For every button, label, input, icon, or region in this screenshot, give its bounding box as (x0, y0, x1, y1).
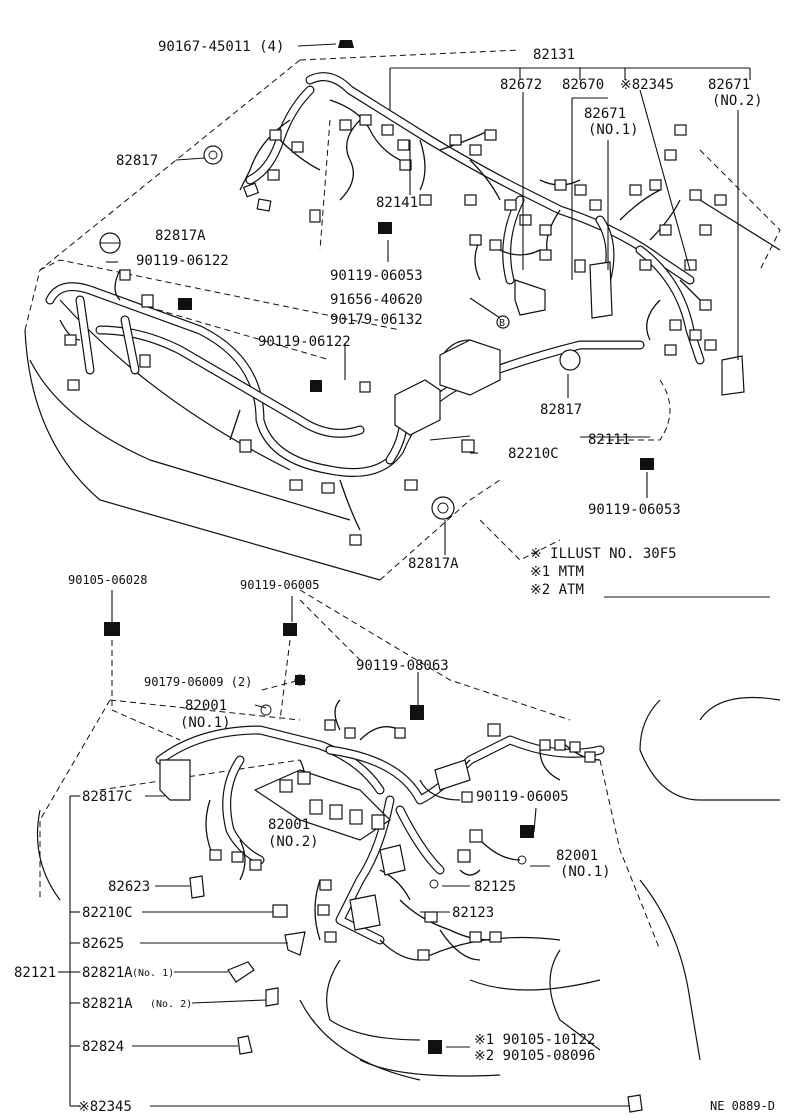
label-82001-b-sub: (NO.2) (268, 834, 319, 850)
label-90119-06122-b: 90119-06122 (258, 334, 351, 350)
label-82121: 82121 (14, 965, 56, 981)
label-82210C-b: 82210C (82, 905, 133, 921)
label-bolt-atm: ※2 90105-08096 (474, 1048, 595, 1064)
upper-leaders (106, 43, 751, 555)
lower-branch-wires (205, 699, 601, 961)
label-82001-b: 82001 (268, 817, 310, 833)
label-82821A-no1: 82821A (82, 965, 133, 981)
label-82670: 82670 (562, 77, 604, 93)
label-82817A-b: 82817A (408, 556, 459, 572)
note-mtm: ※1 MTM (530, 564, 584, 580)
label-90179-06132: 90179-06132 (330, 312, 423, 328)
label-82824: 82824 (82, 1039, 124, 1055)
label-82111: 82111 (588, 432, 630, 448)
label-91656-40620: 91656-40620 (330, 292, 423, 308)
label-82817C: 82817C (82, 789, 133, 805)
upper-connectors: B (64, 40, 745, 546)
label-90119-06053-b: 90119-06053 (588, 502, 681, 518)
label-82001-c-sub: (NO.1) (560, 864, 611, 880)
label-82210C-a: 82210C (508, 446, 559, 462)
lower-labels: 90105-06028 90119-06005 90119-08063 9017… (14, 573, 611, 1115)
upper-labels: 90167-45011 (4) 82131 82672 82670 ※82345… (116, 39, 763, 572)
label-bolt-mtm: ※1 90105-10122 (474, 1032, 595, 1048)
label-90105-06028: 90105-06028 (68, 573, 147, 587)
lower-engine-harness (155, 725, 605, 945)
lower-connectors (104, 622, 643, 1113)
label-82821A-no1-sub: (No. 1) (132, 968, 174, 979)
label-82125: 82125 (474, 879, 516, 895)
label-82001-a-sub: (NO.1) (180, 715, 231, 731)
notes-block: ※ ILLUST NO. 30F5 ※1 MTM ※2 ATM (530, 546, 770, 598)
label-82001-c: 82001 (556, 848, 598, 864)
label-90119-06005-b: 90119-06005 (476, 789, 569, 805)
label-90119-06005-a: 90119-06005 (240, 578, 319, 592)
label-82671-no2-sub: (NO.2) (712, 93, 763, 109)
label-82821A-no2: 82821A (82, 996, 133, 1012)
upper-vehicle-body (24, 49, 781, 581)
label-82671-no1-sub: (NO.1) (588, 122, 639, 138)
label-82821A-no2-sub: (No. 2) (150, 999, 192, 1010)
label-82141: 82141 (376, 195, 418, 211)
label-82817A-a: 82817A (155, 228, 206, 244)
ground-b-symbol: B (499, 318, 505, 329)
label-90119-06122-a: 90119-06122 (136, 253, 229, 269)
note-atm: ※2 ATM (530, 582, 584, 598)
label-82345-top: ※82345 (620, 77, 674, 93)
label-90119-06053-a: 90119-06053 (330, 268, 423, 284)
label-90179-06009: 90179-06009 (2) (144, 675, 252, 689)
label-82671-no1: 82671 (584, 106, 626, 122)
label-82131: 82131 (533, 47, 575, 63)
label-90119-08063: 90119-08063 (356, 658, 449, 674)
label-82001-a: 82001 (185, 698, 227, 714)
label-90167-45011: 90167-45011 (4) (158, 39, 284, 55)
note-illust: ※ ILLUST NO. 30F5 (530, 546, 677, 562)
label-82623: 82623 (108, 879, 150, 895)
label-82817-b: 82817 (540, 402, 582, 418)
lower-vehicle-body (36, 589, 781, 1081)
lower-leaders (69, 590, 630, 1107)
label-82817-a: 82817 (116, 153, 158, 169)
diagram-code: NE 0889-D (710, 1099, 775, 1113)
label-82345-bottom: ※82345 (78, 1099, 132, 1115)
label-82625: 82625 (82, 936, 124, 952)
label-82671-no2: 82671 (708, 77, 750, 93)
label-82123: 82123 (452, 905, 494, 921)
label-82672: 82672 (500, 77, 542, 93)
